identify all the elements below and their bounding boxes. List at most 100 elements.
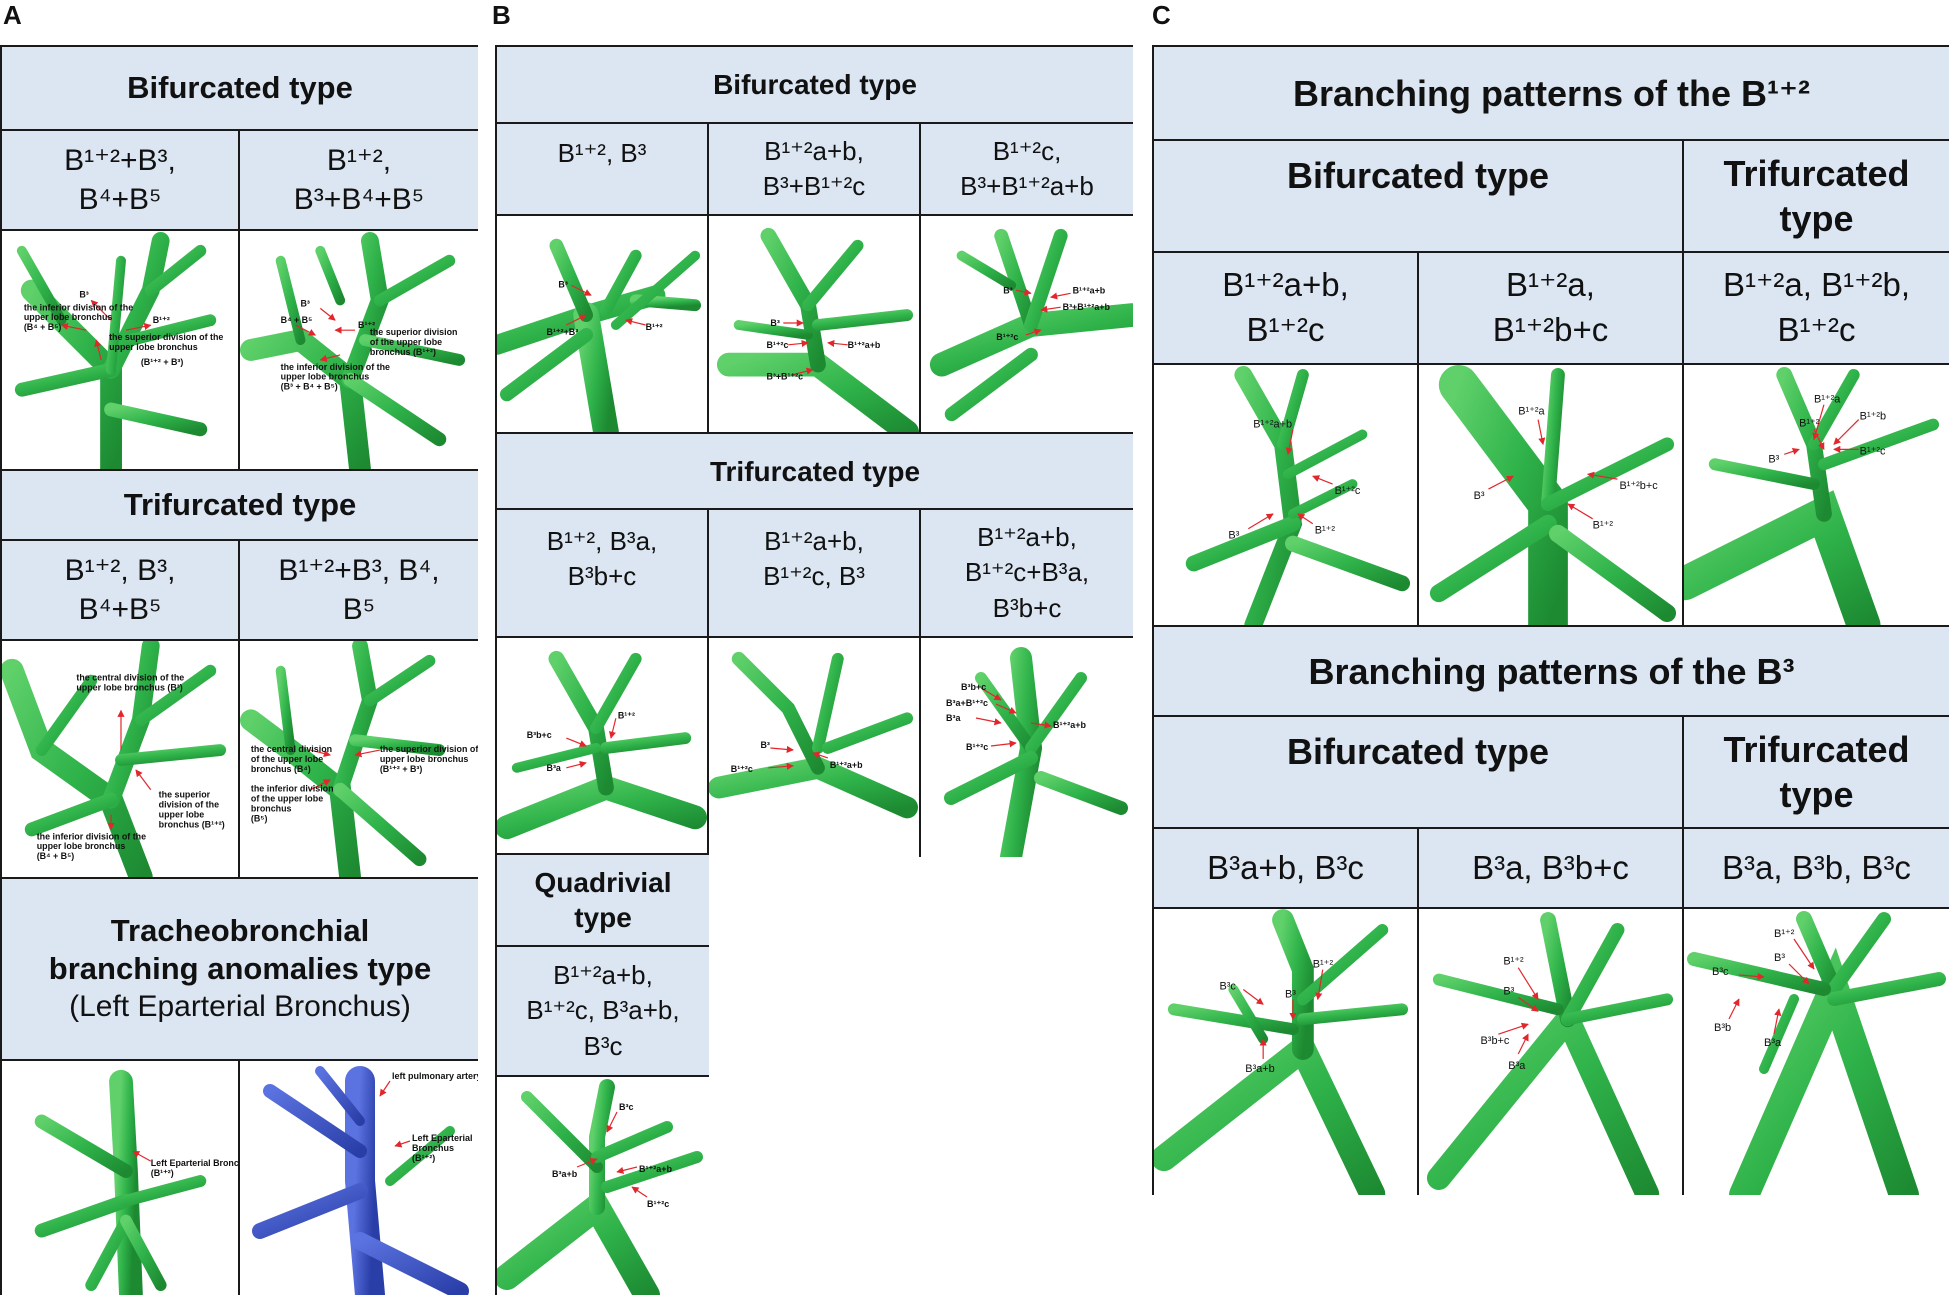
svg-text:of the upper lobe: of the upper lobe bbox=[251, 794, 323, 804]
svg-text:B³b+c: B³b+c bbox=[527, 730, 552, 740]
svg-text:B¹⁺²c: B¹⁺²c bbox=[766, 340, 788, 350]
svg-text:bronchus (B⁴): bronchus (B⁴) bbox=[251, 764, 311, 774]
svg-text:B³b+c: B³b+c bbox=[1481, 1035, 1510, 1047]
c-b12-variant-3: B¹⁺²a, B¹⁺²b, B¹⁺²c bbox=[1684, 253, 1949, 365]
panel-label-c: C bbox=[1152, 0, 1171, 30]
bronchus-3d-model: B³b+c B³a+B¹⁺²c B³a B¹⁺²a+b B¹⁺²c bbox=[944, 647, 1128, 857]
svg-text:B³c: B³c bbox=[619, 1102, 634, 1112]
c-b12-variant-1: B¹⁺²a+b, B¹⁺²c bbox=[1154, 253, 1419, 365]
svg-text:division of the: division of the bbox=[159, 800, 219, 810]
bronchus-3d-model: B¹⁺²a+b B¹⁺²c B³ B¹⁺² bbox=[1185, 365, 1411, 625]
svg-text:B¹⁺²a+b: B¹⁺²a+b bbox=[1253, 419, 1292, 431]
svg-text:B¹⁺²: B¹⁺² bbox=[153, 315, 170, 325]
svg-text:B³b+c: B³b+c bbox=[961, 682, 986, 692]
svg-text:B¹⁺²: B¹⁺² bbox=[646, 322, 663, 332]
svg-text:B³c: B³c bbox=[1220, 980, 1237, 992]
svg-text:(B¹⁺² + B³): (B¹⁺² + B³) bbox=[141, 357, 184, 367]
panel-c: Branching patterns of the B¹⁺² Bifurcate… bbox=[1152, 45, 1949, 1195]
a-anomaly-subtitle: (Left Eparterial Bronchus) bbox=[69, 989, 411, 1023]
svg-text:B³: B³ bbox=[1285, 988, 1296, 1000]
panel-b-quadrivial: Quadrivial type B¹⁺²a+b, B¹⁺²c, B³a+b, B… bbox=[495, 853, 709, 1295]
svg-text:B¹⁺²: B¹⁺² bbox=[618, 710, 635, 720]
svg-text:B⁴ + B⁵: B⁴ + B⁵ bbox=[281, 315, 313, 325]
b-tri-variant-1: B¹⁺², B³a, B³b+c bbox=[497, 510, 709, 638]
svg-text:B¹⁺²a+b: B¹⁺²a+b bbox=[1073, 285, 1106, 295]
svg-text:B³a+b: B³a+b bbox=[552, 1169, 578, 1179]
bronchus-3d-model: B¹⁺² B³ B³c B³b B³a bbox=[1687, 911, 1946, 1195]
svg-text:upper lobe bronchus: upper lobe bronchus bbox=[380, 754, 469, 764]
panel-label-b: B bbox=[492, 0, 511, 30]
svg-text:B¹⁺²a: B¹⁺²a bbox=[1518, 406, 1545, 418]
svg-text:B¹⁺²: B¹⁺² bbox=[358, 320, 375, 330]
bronchus-3d-model: B³ B¹⁺²a+b B³+B¹⁺²a+b B¹⁺²c bbox=[929, 228, 1133, 422]
c-b3-bifurcated-header: Bifurcated type bbox=[1154, 717, 1684, 829]
svg-text:upper lobe: upper lobe bbox=[159, 810, 205, 820]
svg-text:B¹⁺²c: B¹⁺²c bbox=[731, 764, 753, 774]
svg-text:bronchus: bronchus bbox=[251, 804, 292, 814]
c-b3-title: Branching patterns of the B³ bbox=[1154, 627, 1949, 717]
a-bifurcated-header: Bifurcated type bbox=[2, 47, 478, 131]
svg-text:B³c: B³c bbox=[1712, 966, 1729, 978]
panel-a: Bifurcated type B¹⁺²+B³, B⁴+B⁵ B¹⁺², B³+… bbox=[0, 45, 478, 1295]
b-tri-variant-3: B¹⁺²a+b, B¹⁺²c+B³a, B³b+c bbox=[921, 510, 1133, 638]
c-b12-trifurcated-header: Trifurcated type bbox=[1684, 141, 1949, 253]
a-tri-variant-1: B¹⁺², B³, B⁴+B⁵ bbox=[2, 541, 240, 641]
c-b12-bifurcated-header: Bifurcated type bbox=[1154, 141, 1684, 253]
bronchus-3d-model: B³ B¹⁺²+B³ B¹⁺² bbox=[497, 238, 702, 432]
svg-text:B¹⁺²a+b: B¹⁺²a+b bbox=[1053, 720, 1087, 730]
bronchus-3d-model: B³ B⁴ + B⁵ B¹⁺² the superior division of… bbox=[240, 231, 466, 469]
svg-text:(B¹⁺²): (B¹⁺²) bbox=[412, 1153, 435, 1163]
b-trifurcated-header: Trifurcated type bbox=[497, 434, 1133, 510]
bronchus-3d-model: B³ B¹⁺² the inferior division of the upp… bbox=[14, 232, 223, 469]
bronchus-3d-model: B¹⁺² B³b+c B³a bbox=[497, 650, 707, 840]
b-bif-variant-3: B¹⁺²c, B³+B¹⁺²a+b bbox=[921, 124, 1133, 216]
svg-text:B³a+b: B³a+b bbox=[1245, 1063, 1274, 1075]
svg-text:B³: B³ bbox=[1503, 985, 1514, 997]
b-bif-image-1: B³ B¹⁺²+B³ B¹⁺² bbox=[497, 216, 709, 434]
svg-text:the inferior division of the: the inferior division of the bbox=[24, 302, 133, 312]
bronchus-3d-model: B³c B¹⁺² B³ B³a+b bbox=[1154, 909, 1409, 1195]
bronchus-3d-model: B¹⁺²a B³ B¹⁺²b+c B¹⁺² bbox=[1429, 365, 1677, 625]
svg-text:B³a: B³a bbox=[1508, 1060, 1526, 1072]
c-b12-title: Branching patterns of the B¹⁺² bbox=[1154, 47, 1949, 141]
c-b12-image-1: B¹⁺²a+b B¹⁺²c B³ B¹⁺² bbox=[1154, 365, 1419, 627]
bronchus-3d-model: B³c B³a+b B¹⁺²a+b B¹⁺²c bbox=[497, 1079, 703, 1295]
b-quadrivial-header: Quadrivial type bbox=[497, 855, 709, 947]
svg-text:B¹⁺²: B¹⁺² bbox=[1593, 520, 1614, 532]
a-tri-image-1: the central division of the upper lobe b… bbox=[2, 641, 240, 879]
c-b3-image-3: B¹⁺² B³ B³c B³b B³a bbox=[1684, 909, 1949, 1195]
svg-text:Left Eparterial Bronchus: Left Eparterial Bronchus bbox=[151, 1158, 238, 1168]
b-bif-variant-1: B¹⁺², B³ bbox=[497, 124, 709, 216]
b-tri-image-3: B³b+c B³a+B¹⁺²c B³a B¹⁺²a+b B¹⁺²c bbox=[921, 638, 1133, 857]
svg-text:B¹⁺²a: B¹⁺²a bbox=[1814, 394, 1841, 406]
b-bif-image-3: B³ B¹⁺²a+b B³+B¹⁺²a+b B¹⁺²c bbox=[921, 216, 1133, 434]
svg-text:B³: B³ bbox=[1768, 453, 1779, 465]
a-bif-variant-1: B¹⁺²+B³, B⁴+B⁵ bbox=[2, 131, 240, 231]
svg-text:bronchus (B¹⁺²): bronchus (B¹⁺²) bbox=[159, 819, 225, 829]
a-bif-image-2: B³ B⁴ + B⁵ B¹⁺² the superior division of… bbox=[240, 231, 478, 471]
svg-text:B³: B³ bbox=[558, 279, 567, 289]
a-anomaly-header: Tracheobronchial branching anomalies typ… bbox=[2, 879, 478, 1061]
svg-text:B³a: B³a bbox=[547, 763, 562, 773]
a-trifurcated-header: Trifurcated type bbox=[2, 471, 478, 541]
svg-text:B¹⁺²b: B¹⁺²b bbox=[1860, 411, 1886, 423]
svg-text:the superior division of the: the superior division of the bbox=[109, 332, 223, 342]
c-b3-image-1: B³c B¹⁺² B³ B³a+b bbox=[1154, 909, 1419, 1195]
svg-text:bronchus (B¹⁺²): bronchus (B¹⁺²) bbox=[370, 347, 436, 357]
svg-text:(B¹⁺² + B³): (B¹⁺² + B³) bbox=[380, 764, 423, 774]
bronchus-3d-model: Left Eparterial Bronchus (B¹⁺²) bbox=[34, 1069, 238, 1295]
b-bif-variant-2: B¹⁺²a+b, B³+B¹⁺²c bbox=[709, 124, 921, 216]
a-bif-variant-2: B¹⁺², B³+B⁴+B⁵ bbox=[240, 131, 478, 231]
svg-text:Left Eparterial: Left Eparterial bbox=[412, 1133, 473, 1143]
svg-text:B³: B³ bbox=[1003, 285, 1012, 295]
panel-b-top: Bifurcated type B¹⁺², B³ B¹⁺²a+b, B³+B¹⁺… bbox=[495, 45, 1133, 857]
svg-text:B³b: B³b bbox=[1714, 1022, 1731, 1034]
svg-text:the inferior division of the: the inferior division of the bbox=[37, 831, 146, 841]
svg-text:B³+B¹⁺²c: B³+B¹⁺²c bbox=[766, 371, 803, 381]
a-anomaly-title-2: branching anomalies type bbox=[48, 950, 432, 986]
svg-text:B¹⁺²a+b: B¹⁺²a+b bbox=[639, 1164, 673, 1174]
bronchus-3d-model: B³ B¹⁺²c B¹⁺²a+b B³+B¹⁺²c bbox=[716, 227, 919, 432]
svg-text:B¹⁺²: B¹⁺² bbox=[1799, 418, 1820, 430]
artery-bronchus-3d-model: left pulmonary artery Left Eparterial Br… bbox=[252, 1066, 478, 1295]
b-tri-image-1: B¹⁺² B³b+c B³a bbox=[497, 638, 709, 857]
